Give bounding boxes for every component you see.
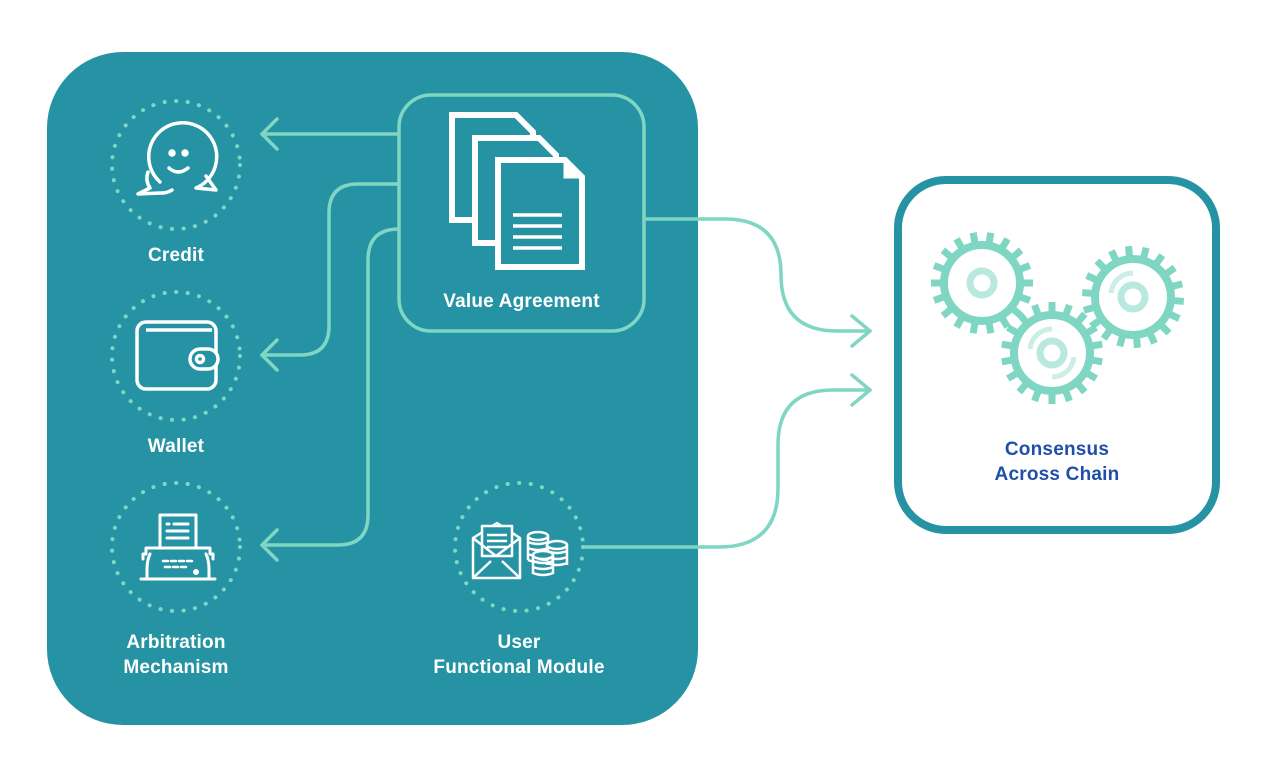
gear-tooth (1153, 253, 1166, 266)
connection-value-to-arbitration (260, 227, 401, 547)
arbitration-label-line2: Mechanism (123, 657, 229, 678)
gear-left (931, 232, 1033, 334)
user-module-label: User Functional Module (399, 630, 639, 680)
arrowhead-credit (260, 117, 279, 151)
user-module-label-line1: User (497, 632, 541, 653)
arbitration-label-line1: Arbitration (126, 632, 226, 653)
gear-tooth (940, 306, 953, 319)
gear-tooth (1019, 262, 1032, 273)
gear-tooth (1116, 335, 1126, 348)
gear-tooth (1091, 340, 1103, 350)
gear-tooth (1147, 332, 1158, 345)
user-module-label-line2: Functional Module (433, 657, 605, 678)
arrowhead-arbitration (260, 528, 279, 562)
gear-tooth (1089, 317, 1102, 330)
credit-ring (110, 99, 242, 231)
gear-tooth (1075, 311, 1088, 324)
gear-tooth (985, 232, 995, 244)
connection-user-to-consensus (582, 388, 872, 549)
value-agreement-box (397, 93, 646, 333)
gear-tooth (953, 316, 965, 329)
connection-value-to-consensus (642, 217, 872, 333)
envelope-coins-icon (471, 521, 569, 580)
gear-tooth (1062, 303, 1073, 316)
gear-tooth (1006, 370, 1019, 382)
arbitration-ring (110, 481, 242, 613)
gear-tooth (1006, 324, 1019, 336)
gear-tooth (999, 316, 1011, 329)
gear-tooth (1173, 297, 1185, 305)
gear-tooth (932, 293, 945, 304)
gear-tooth (1001, 356, 1013, 366)
gear-tooth (1125, 245, 1133, 257)
gear-tooth (1019, 293, 1032, 304)
gear-tooth (1133, 337, 1141, 349)
value-agreement-label: Value Agreement (443, 291, 600, 312)
gear-right (1081, 245, 1185, 349)
gear-tooth (1164, 264, 1177, 277)
gear-tooth (1082, 304, 1095, 314)
gear-tooth (1062, 390, 1073, 403)
typewriter-icon (139, 513, 217, 581)
arrowhead-wallet (260, 338, 279, 372)
wallet-ring (110, 290, 242, 422)
gear-center (1001, 302, 1103, 404)
gear-tooth (1091, 356, 1103, 366)
gear-tooth (1085, 272, 1098, 283)
consensus-label: Consensus Across Chain (952, 437, 1162, 487)
gear-tooth (1031, 390, 1042, 403)
gear-tooth (1075, 382, 1088, 395)
gear-tooth (1016, 311, 1029, 324)
arrowhead-consensus-bottom (850, 373, 872, 407)
connection-value-to-wallet (260, 182, 401, 357)
consensus-label-line1: Consensus (1004, 439, 1110, 460)
gear-tooth (1100, 328, 1113, 341)
gear-tooth (1108, 249, 1119, 262)
gear-tooth (1159, 323, 1172, 336)
documents-icon (449, 112, 585, 270)
consensus-box (894, 176, 1220, 534)
gear-tooth (1140, 246, 1150, 259)
arbitration-label: Arbitration Mechanism (96, 630, 256, 680)
gear-tooth (1171, 280, 1184, 290)
gear-tooth (999, 237, 1011, 250)
gear-tooth (932, 262, 945, 273)
gears-icon (931, 232, 1185, 404)
gear-tooth (1081, 289, 1093, 297)
arrowhead-consensus-top (850, 314, 872, 348)
gear-tooth (1001, 340, 1013, 350)
gear-tooth (969, 322, 979, 334)
gear-tooth (1011, 247, 1024, 260)
wallet-label: Wallet (147, 436, 205, 457)
credit-label: Credit (147, 245, 205, 266)
gear-tooth (969, 232, 979, 244)
gear-tooth (1094, 258, 1107, 271)
wallet-icon (135, 320, 220, 391)
gear-tooth (985, 322, 995, 334)
gear-tooth (1031, 303, 1042, 316)
gear-tooth (1016, 382, 1029, 395)
gear-tooth (940, 247, 953, 260)
chat-smile-icon (136, 120, 219, 196)
gear-tooth (1085, 324, 1098, 336)
consensus-label-line2: Across Chain (994, 464, 1120, 485)
gear-tooth (1085, 370, 1098, 382)
gear-tooth (1168, 311, 1181, 322)
gear-tooth (953, 237, 965, 250)
